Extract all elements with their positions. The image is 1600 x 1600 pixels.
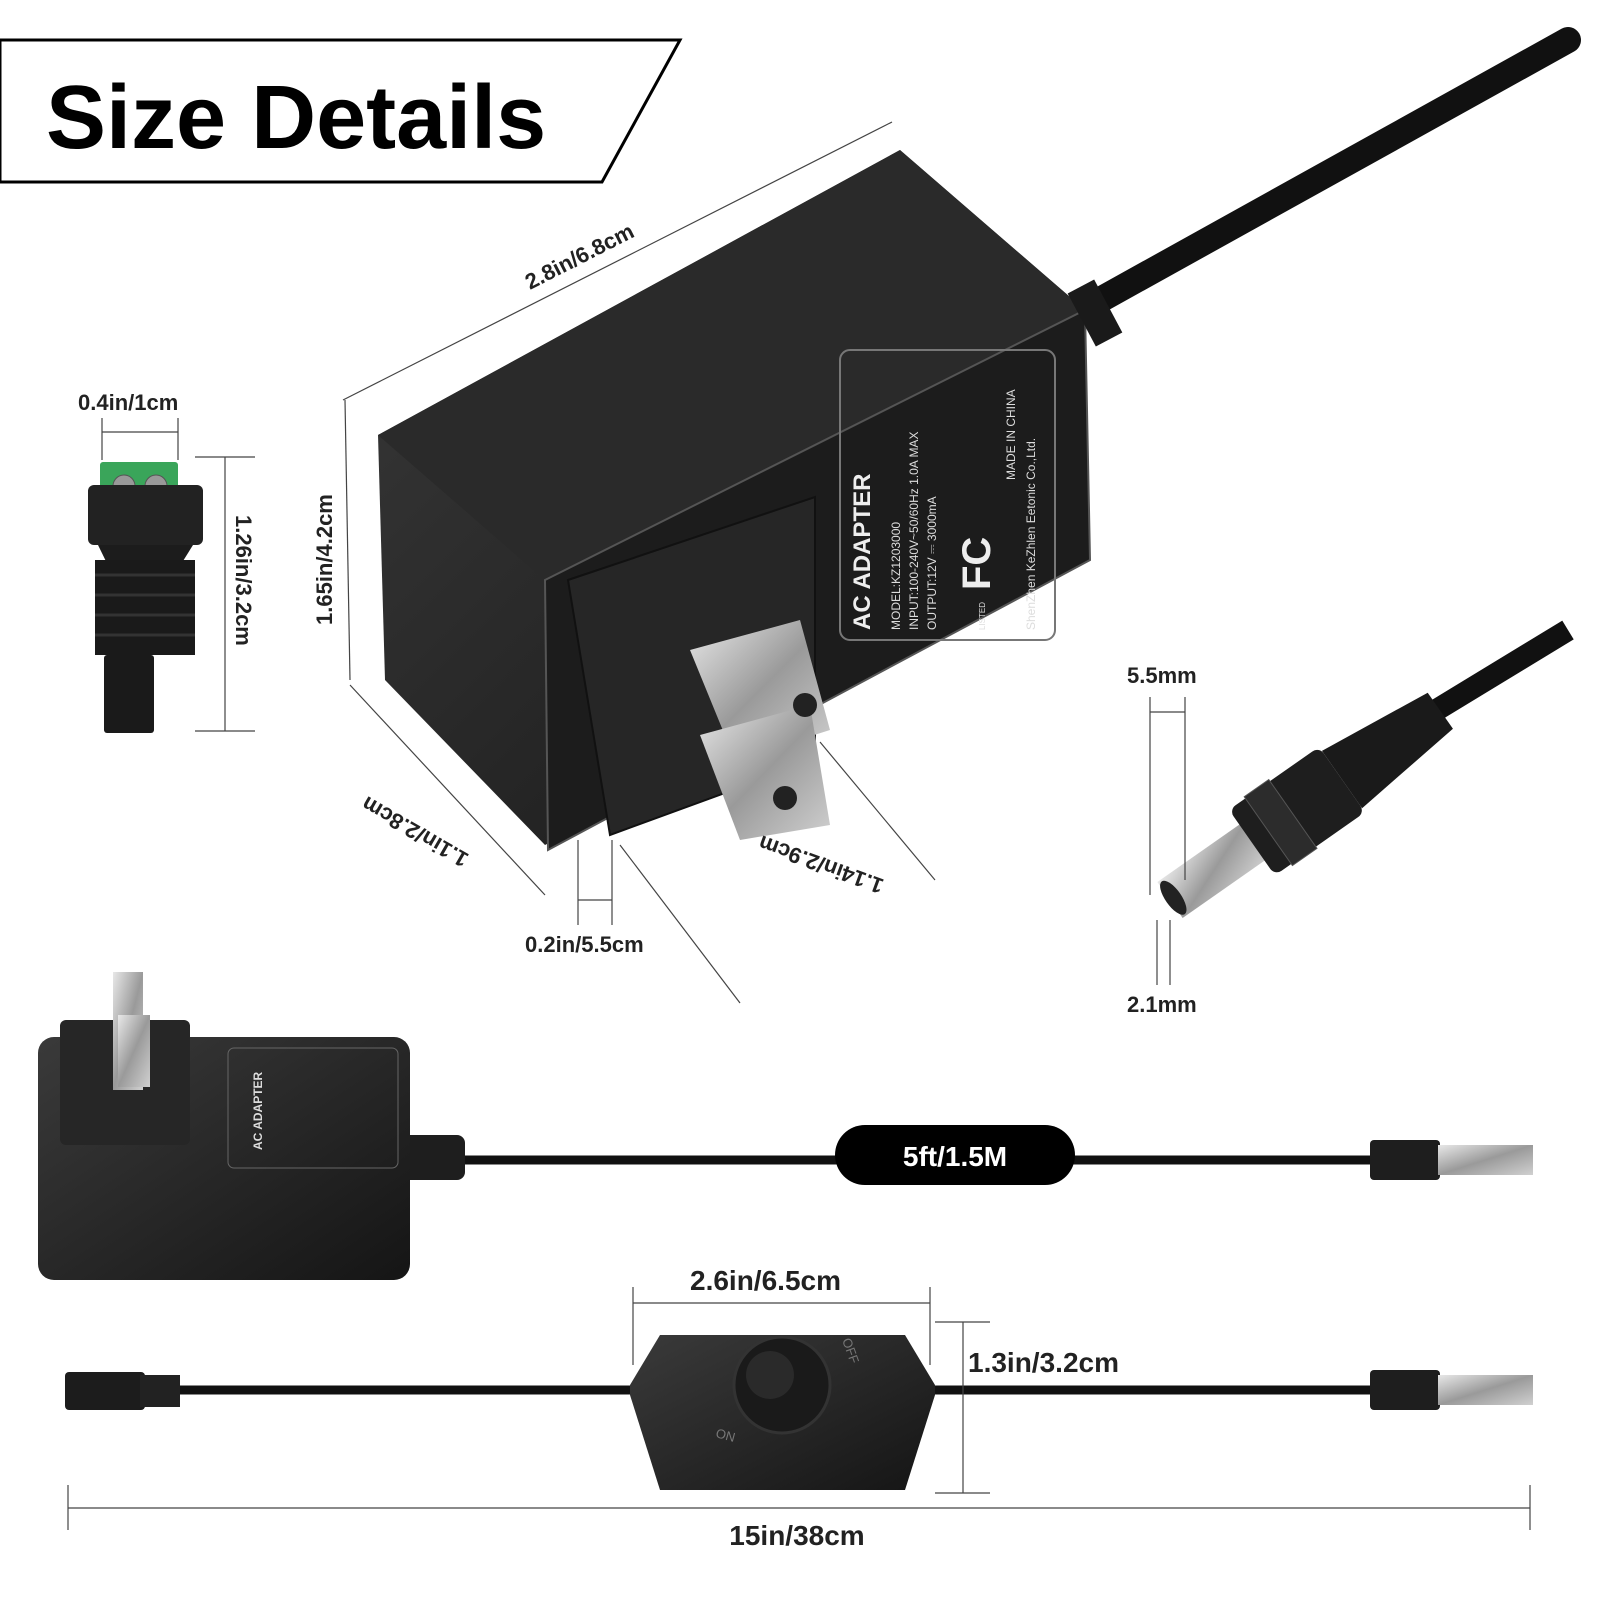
terminal-width-label: 0.4in/1cm — [78, 390, 178, 415]
dimension-lines — [342, 121, 936, 1004]
switch-on-label: ON — [714, 1425, 737, 1445]
plug-inner-label: 2.1mm — [1127, 992, 1197, 1017]
plug-dimension-lines — [1149, 697, 1186, 985]
main-cable — [1087, 27, 1581, 313]
label-origin: MADE IN CHINA — [1004, 389, 1018, 480]
label-output: OUTPUT:12V ⎓ 3000mA — [925, 496, 939, 630]
switch-height-label: 1.3in/3.2cm — [968, 1347, 1119, 1378]
main-adapter: AC ADAPTER MODEL:KZ1203000 INPUT:100-240… — [378, 150, 1123, 852]
switch-width-label: 2.6in/6.5cm — [690, 1265, 841, 1296]
terminal-length-label: 1.26in/3.2cm — [231, 515, 256, 646]
title-banner: Size Details — [0, 38, 683, 184]
dc-barrel-plug — [1157, 692, 1453, 919]
plug-outer-label: 5.5mm — [1127, 663, 1197, 688]
label-model: MODEL:KZ1203000 — [889, 522, 903, 630]
cable-length-badge: 5ft/1.5M — [835, 1125, 1075, 1185]
prong-length-label: 1.14in/2.9cm — [755, 831, 887, 899]
fcc-logo: FC — [955, 537, 999, 590]
adapter-depth-label: 1.1in/2.8cm — [357, 791, 472, 872]
side-label-heading: AC ADAPTER — [251, 1071, 265, 1150]
cable-length-label: 5ft/1.5M — [903, 1141, 1007, 1172]
adapter-side-view: AC ADAPTER — [38, 972, 1533, 1280]
dimmer-dimension-lines — [67, 1287, 1531, 1530]
page-title: Size Details — [46, 68, 546, 168]
terminal-dimension-lines — [101, 418, 255, 732]
adapter-height-label: 1.65in/4.2cm — [312, 494, 337, 625]
plug-offset-label: 0.2in/5.5cm — [525, 932, 644, 957]
dimmer-switch-cable: ON OFF — [65, 1335, 1533, 1490]
plug-prongs — [690, 620, 830, 840]
dimmer-cable-length-label: 15in/38cm — [729, 1520, 864, 1551]
adapter-label-panel: AC ADAPTER MODEL:KZ1203000 INPUT:100-240… — [839, 349, 1056, 641]
adapter-length-label: 2.8in/6.8cm — [521, 218, 638, 294]
label-heading: AC ADAPTER — [849, 474, 876, 630]
label-input: INPUT:100-240V~50/60Hz 1.0A MAX — [907, 432, 921, 630]
label-maker: ShenZhen KeZhlen Eetonic Co.,Ltd. — [1024, 438, 1038, 630]
main-cable-lower — [1414, 620, 1574, 730]
terminal-block-connector — [88, 462, 203, 733]
ul-listed-mark: LISTED — [978, 602, 987, 630]
